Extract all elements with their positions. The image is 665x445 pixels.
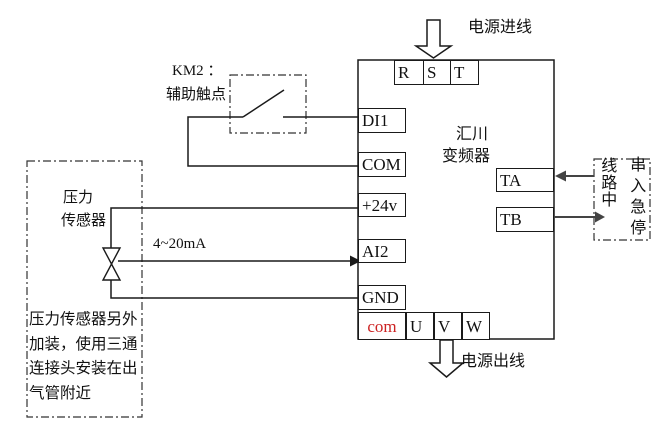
gnd-wire (110, 280, 358, 299)
terminal-ai2: AI2 (358, 239, 406, 263)
sensor-note-line2: 加装，使用三通 (29, 336, 138, 353)
ta-arrowhead-icon (555, 170, 566, 182)
p24v-wire (110, 207, 358, 248)
terminal-tb: TB (496, 207, 554, 232)
terminal-v: V (434, 312, 462, 340)
terminal-com: COM (358, 152, 406, 177)
sensor-note-line1: 压力传感器另外 (29, 311, 138, 328)
signal-arrowhead-icon (350, 255, 361, 267)
terminal-ta: TA (496, 168, 554, 192)
terminal-di1: DI1 (358, 108, 406, 133)
km2-dashed-box (229, 74, 307, 134)
sensor-valve-bottom-icon (101, 262, 122, 281)
sensor-note-line3: 连接头安装在出 (29, 360, 138, 377)
estop-label-left-column: 线路中 (598, 157, 616, 208)
inverter-name-line1: 汇川 (456, 126, 489, 143)
terminal-com-out: com (358, 312, 406, 340)
power-in-arrow-icon (413, 19, 454, 59)
km2-subtitle: 辅助触点 (166, 87, 227, 103)
terminal-24v: +24v (358, 193, 406, 217)
km2-title: KM2 ： (172, 63, 223, 79)
terminal-gnd: GND (358, 285, 406, 310)
sensor-name-line2: 传感器 (61, 213, 107, 229)
estop-dashed-box (593, 158, 651, 241)
terminal-s: S (423, 60, 451, 85)
signal-range-label: 4~20mA (153, 236, 207, 252)
sensor-note-line4: 气管附近 (29, 385, 92, 402)
power-in-label: 电源进线 (468, 19, 533, 36)
power-out-arrow-icon (427, 339, 466, 378)
inverter-name-line2: 变频器 (442, 148, 491, 165)
terminal-u: U (406, 312, 434, 340)
terminal-w: W (462, 312, 490, 340)
terminal-r: R (394, 60, 424, 85)
power-out-label: 电源出线 (461, 353, 526, 370)
sensor-name-line1: 压力 (63, 190, 94, 206)
km2-switch-blade (242, 89, 285, 118)
terminal-t: T (450, 60, 479, 85)
sensor-dashed-box (26, 160, 143, 418)
tb-arrowhead-icon (595, 211, 605, 223)
estop-label-right-column: 串入急停 (627, 156, 645, 240)
sensor-valve-top-icon (101, 247, 122, 266)
km2-contact-wire (187, 116, 358, 167)
